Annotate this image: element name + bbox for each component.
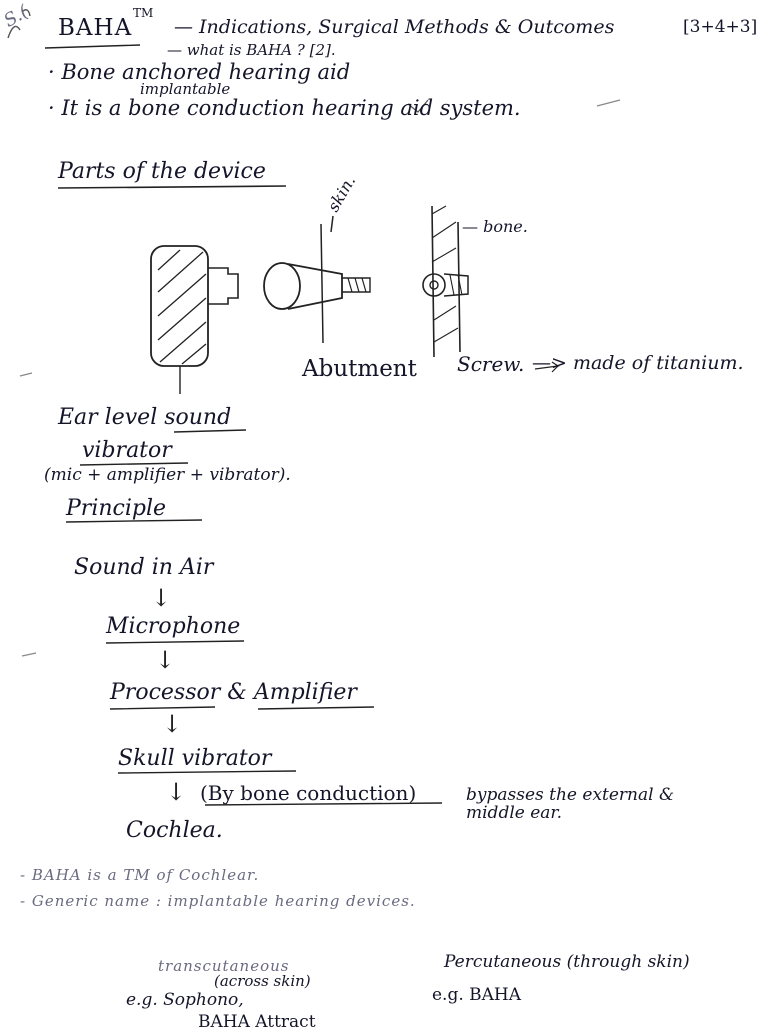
transcutaneous-example-2: BAHA Attract bbox=[198, 1012, 316, 1032]
transcutaneous-example: e.g. Sophono, bbox=[126, 990, 244, 1010]
screw-label: Screw. bbox=[457, 352, 525, 376]
screw-note: —> made of titanium. bbox=[532, 352, 744, 374]
sound-processor-drawing bbox=[150, 245, 239, 394]
section-heading-principle: Principle bbox=[66, 496, 167, 521]
intro-insert: implantable bbox=[140, 80, 231, 98]
note-line-2: - Generic name : implantable hearing dev… bbox=[20, 892, 416, 910]
intro-line-2: · It is a bone conduction hearing aid sy… bbox=[48, 96, 521, 120]
conduction-note: (By bone conduction) bbox=[200, 781, 417, 805]
page-subtitle: — Indications, Surgical Methods & Outcom… bbox=[174, 16, 615, 38]
transcutaneous-detail: (across skin) bbox=[214, 972, 311, 990]
flow-step-3: Processor & Amplifier bbox=[110, 680, 357, 705]
sound-vibrator-label-2: vibrator bbox=[82, 438, 172, 463]
bypass-note-2: middle ear. bbox=[466, 803, 563, 823]
intro-line-1: · Bone anchored hearing aid bbox=[48, 60, 351, 84]
down-arrow-icon: ↓ bbox=[162, 710, 183, 738]
percutaneous-label: Percutaneous (through skin) bbox=[444, 952, 690, 972]
sound-vibrator-label: Ear level sound bbox=[58, 405, 232, 430]
flow-step-1: Sound in Air bbox=[74, 555, 214, 580]
abutment-drawing bbox=[263, 262, 371, 310]
note-line-1: - BAHA is a TM of Cochlear. bbox=[20, 866, 260, 884]
sound-vibrator-note: (mic + amplifier + vibrator). bbox=[44, 465, 291, 485]
transcutaneous-label: transcutaneous bbox=[158, 957, 290, 975]
question-line: — what is BAHA ? [2]. bbox=[167, 41, 336, 59]
down-arrow-icon: ↓ bbox=[166, 778, 187, 806]
section-heading-parts: Parts of the device bbox=[58, 159, 266, 184]
down-arrow-icon: ↓ bbox=[155, 646, 176, 674]
percutaneous-example: e.g. BAHA bbox=[432, 985, 522, 1005]
abutment-label: Abutment bbox=[302, 356, 417, 382]
flow-step-4: Skull vibrator bbox=[118, 746, 272, 771]
flow-final: Cochlea. bbox=[126, 818, 223, 843]
bone-label: — bone. bbox=[462, 217, 528, 236]
marks-badge: [3+4+3] bbox=[683, 17, 758, 37]
down-arrow-icon: ↓ bbox=[151, 584, 172, 612]
bypass-note-1: bypasses the external & bbox=[466, 785, 675, 805]
trademark-mark: TM bbox=[133, 6, 154, 20]
flow-step-2: Microphone bbox=[106, 614, 241, 639]
bone-screw-drawing bbox=[422, 205, 469, 358]
page-title: BAHA bbox=[58, 15, 133, 41]
